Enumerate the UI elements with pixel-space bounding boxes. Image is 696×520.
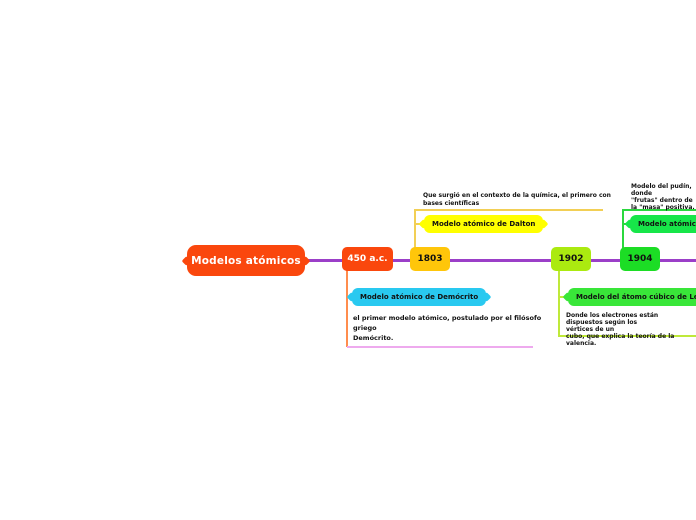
lewis-description[interactable]: Donde los electrones están dispuestos se… <box>566 312 675 347</box>
year-node-1803[interactable]: 1803 <box>410 247 450 271</box>
dalton-description[interactable]: Que surgió en el contexto de la química,… <box>423 192 611 207</box>
democrito-description[interactable]: el primer modelo atómico, postulado por … <box>353 314 542 342</box>
year-node-450ac[interactable]: 450 a.c. <box>342 247 393 271</box>
topic-dalton[interactable]: Modelo atómico de Dalton <box>424 215 544 233</box>
year-node-1902[interactable]: 1902 <box>551 247 591 271</box>
democrito-branch-vertical-line <box>346 270 348 347</box>
thomson-branch-vertical-line <box>622 210 624 248</box>
root-node[interactable]: Modelos atómicos <box>187 245 305 276</box>
main-timeline-line <box>240 259 696 262</box>
dalton-branch-underline <box>414 209 603 211</box>
thomson-description[interactable]: Modelo del pudín, donde "frutas" dentro … <box>631 183 695 211</box>
year-node-1904[interactable]: 1904 <box>620 247 660 271</box>
topic-lewis[interactable]: Modelo del átomo cúbico de Lewis <box>568 288 696 306</box>
topic-thomson[interactable]: Modelo atómico de Thomson <box>630 215 696 233</box>
thomson-branch-underline <box>622 209 696 211</box>
lewis-branch-underline <box>558 335 696 337</box>
lewis-branch-vertical-line <box>558 270 560 336</box>
dalton-branch-vertical-line <box>414 210 416 250</box>
topic-democrito[interactable]: Modelo atómico de Demócrito <box>352 288 487 306</box>
democrito-branch-underline <box>347 346 533 348</box>
